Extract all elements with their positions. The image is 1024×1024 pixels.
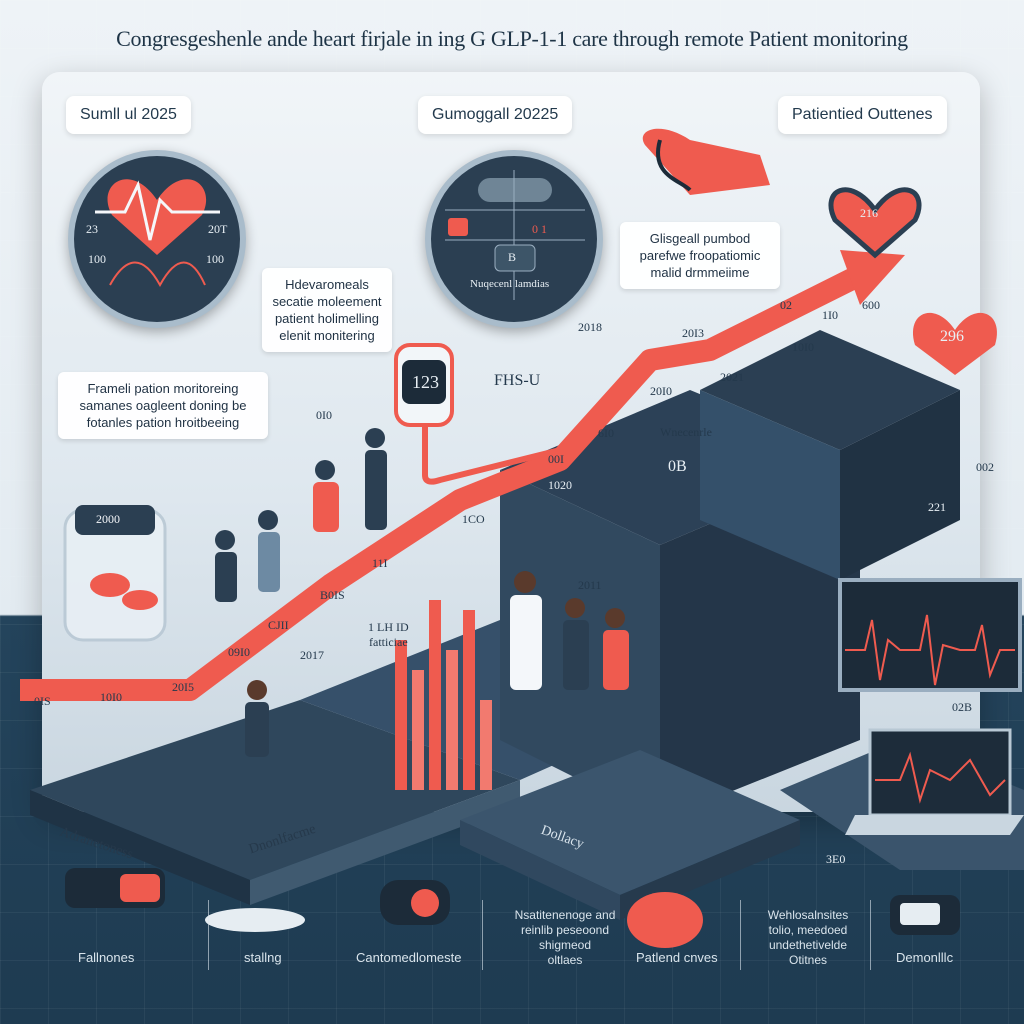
people-group-left (215, 428, 387, 602)
mid-num: 1020 (548, 478, 572, 492)
bottom-note-b: Wehlosalnsites tolio, meedoed undethetiv… (767, 908, 849, 967)
arrow-tick: 6I0 (598, 426, 614, 440)
center-gauge-val-a: 0 1 (532, 222, 547, 236)
arrow-tick: 11I (372, 556, 388, 570)
bottom-divider (870, 900, 871, 970)
platform-front (460, 750, 800, 895)
bottom-divider (482, 900, 483, 970)
bottom-divider (740, 900, 741, 970)
big-heart-label: 296 (940, 328, 964, 345)
jar-label: 2000 (96, 512, 120, 526)
bottom-label-3: Cantomedlomeste (356, 950, 462, 965)
arrow-tick: 20I3 (682, 326, 704, 340)
arrow-tick: 0IS (34, 694, 51, 708)
left-gauge-val-a: 23 (86, 222, 98, 236)
year-2011: 2011 (578, 578, 602, 592)
elder-figure (245, 680, 269, 757)
chart-label: 1 LH ID fatticiae (368, 620, 409, 649)
ticker-a: 02 (780, 298, 792, 312)
left-gauge (68, 150, 246, 328)
ticker-c: 002 (976, 460, 994, 474)
arrow-tick: 10I0 (792, 340, 814, 354)
bar-chart (395, 600, 492, 790)
device-2 (205, 908, 305, 932)
watch-reading: 123 (412, 372, 439, 392)
left-gauge-val-c: 20T (208, 222, 228, 236)
bottom-note-a: Nsatitenenoge and reinlib peseoond shigm… (514, 908, 616, 967)
arrow-tick: 20I5 (172, 680, 194, 694)
watch-label: FHS-U (494, 372, 541, 389)
bottom-label-5: Demonlllc (896, 950, 954, 965)
device-4 (627, 892, 703, 948)
right-callout: Glisgeall pumbod parefwe froopatiomic ma… (620, 222, 780, 289)
label-left: Sumll ul 2025 (66, 96, 191, 134)
arrow-tick: CJII (268, 618, 289, 632)
left-gauge-val-b: 100 (88, 252, 106, 266)
big-heart (913, 312, 997, 375)
people-group-center (510, 571, 629, 690)
ticker-b: 600 (862, 298, 880, 312)
year-2017: 2017 (300, 648, 324, 662)
heart-low-label: 221 (928, 500, 946, 514)
heart-right-top-label: 216 (860, 206, 878, 220)
box-num: 0B (668, 458, 687, 475)
center-gauge-val-b: B (508, 250, 517, 264)
arrow-tick: 1CO (462, 512, 485, 526)
trend-arrow (20, 265, 865, 701)
arrow-tick: 00I (548, 452, 564, 466)
left-callout: Frameli pation moritoreing samanes oagle… (58, 372, 268, 439)
arrow-tick: 09I0 (228, 645, 250, 659)
arrow-tick: 20I0 (650, 384, 672, 398)
center-gauge-caption: Nuqecenl lamdias (470, 278, 550, 290)
bottom-divider (208, 900, 209, 970)
arrow-tick: 1I0 (822, 308, 838, 322)
laptop-num: 3E0 (826, 852, 846, 866)
year-2021: 2021 (720, 370, 744, 384)
wrist-cuff (642, 128, 770, 195)
label-right: Patientied Outtenes (778, 96, 947, 134)
heart-right-top (828, 187, 922, 259)
heart-icon-label: 2018 (578, 320, 602, 334)
arrow-tick: B0IS (320, 588, 345, 602)
left-gauge-val-d: 100 (206, 252, 224, 266)
arrow-tick: 10I0 (100, 690, 122, 704)
bottom-label-4: Patlend cnves (636, 950, 718, 965)
bottom-label-1: Fallnones (78, 950, 135, 965)
bottom-label-2: stallng (244, 950, 282, 965)
mid-label: Wnecenrle (660, 425, 712, 439)
platform-top-right (700, 330, 960, 450)
label-center: Gumoggall 20225 (418, 96, 573, 134)
side-num: 02B (952, 700, 973, 714)
page-title: Congresgeshenle ande heart firjale in in… (116, 26, 908, 51)
trend-arrow-head (840, 250, 905, 305)
middle-callout: Hdevaromeals secatie moleement patient h… (262, 268, 392, 352)
heart-small-label: 0I0 (316, 408, 332, 422)
